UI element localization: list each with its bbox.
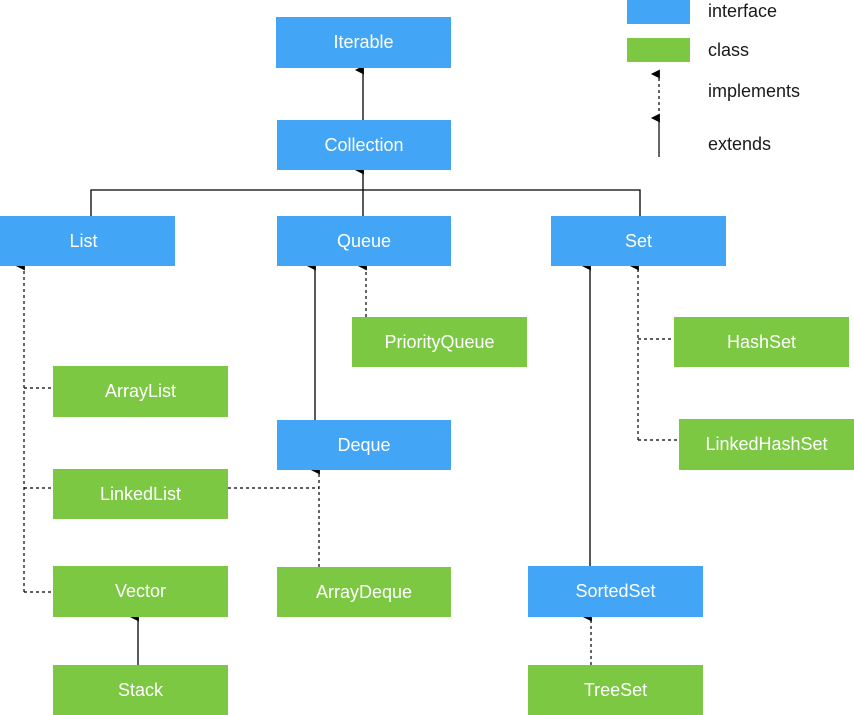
legend-extends-label: extends — [708, 134, 772, 154]
node-arraylist: ArrayList — [53, 366, 228, 417]
edge-bus-horizontal — [90, 189, 641, 216]
node-sortedset: SortedSet — [528, 566, 703, 617]
node-stack: Stack — [53, 665, 228, 715]
node-iterable: Iterable — [276, 17, 451, 68]
legend-interface-swatch — [627, 0, 690, 24]
legend-class-label: class — [708, 40, 750, 60]
node-arraydeque: ArrayDeque — [277, 567, 451, 617]
node-hashset: HashSet — [674, 317, 849, 367]
node-queue: Queue — [277, 216, 451, 266]
node-linkedhashset: LinkedHashSet — [679, 419, 854, 470]
legend-implements-label: implements — [708, 81, 801, 101]
node-set: Set — [551, 216, 726, 266]
node-priorityqueue: PriorityQueue — [352, 317, 527, 367]
node-linkedlist: LinkedList — [53, 469, 228, 519]
node-list: List — [0, 216, 175, 266]
node-collection: Collection — [277, 120, 451, 170]
node-treeset: TreeSet — [528, 665, 703, 715]
legend-interface-label: interface — [708, 1, 778, 21]
legend-class-swatch — [627, 38, 690, 62]
node-vector: Vector — [53, 566, 228, 617]
node-deque: Deque — [277, 420, 451, 470]
